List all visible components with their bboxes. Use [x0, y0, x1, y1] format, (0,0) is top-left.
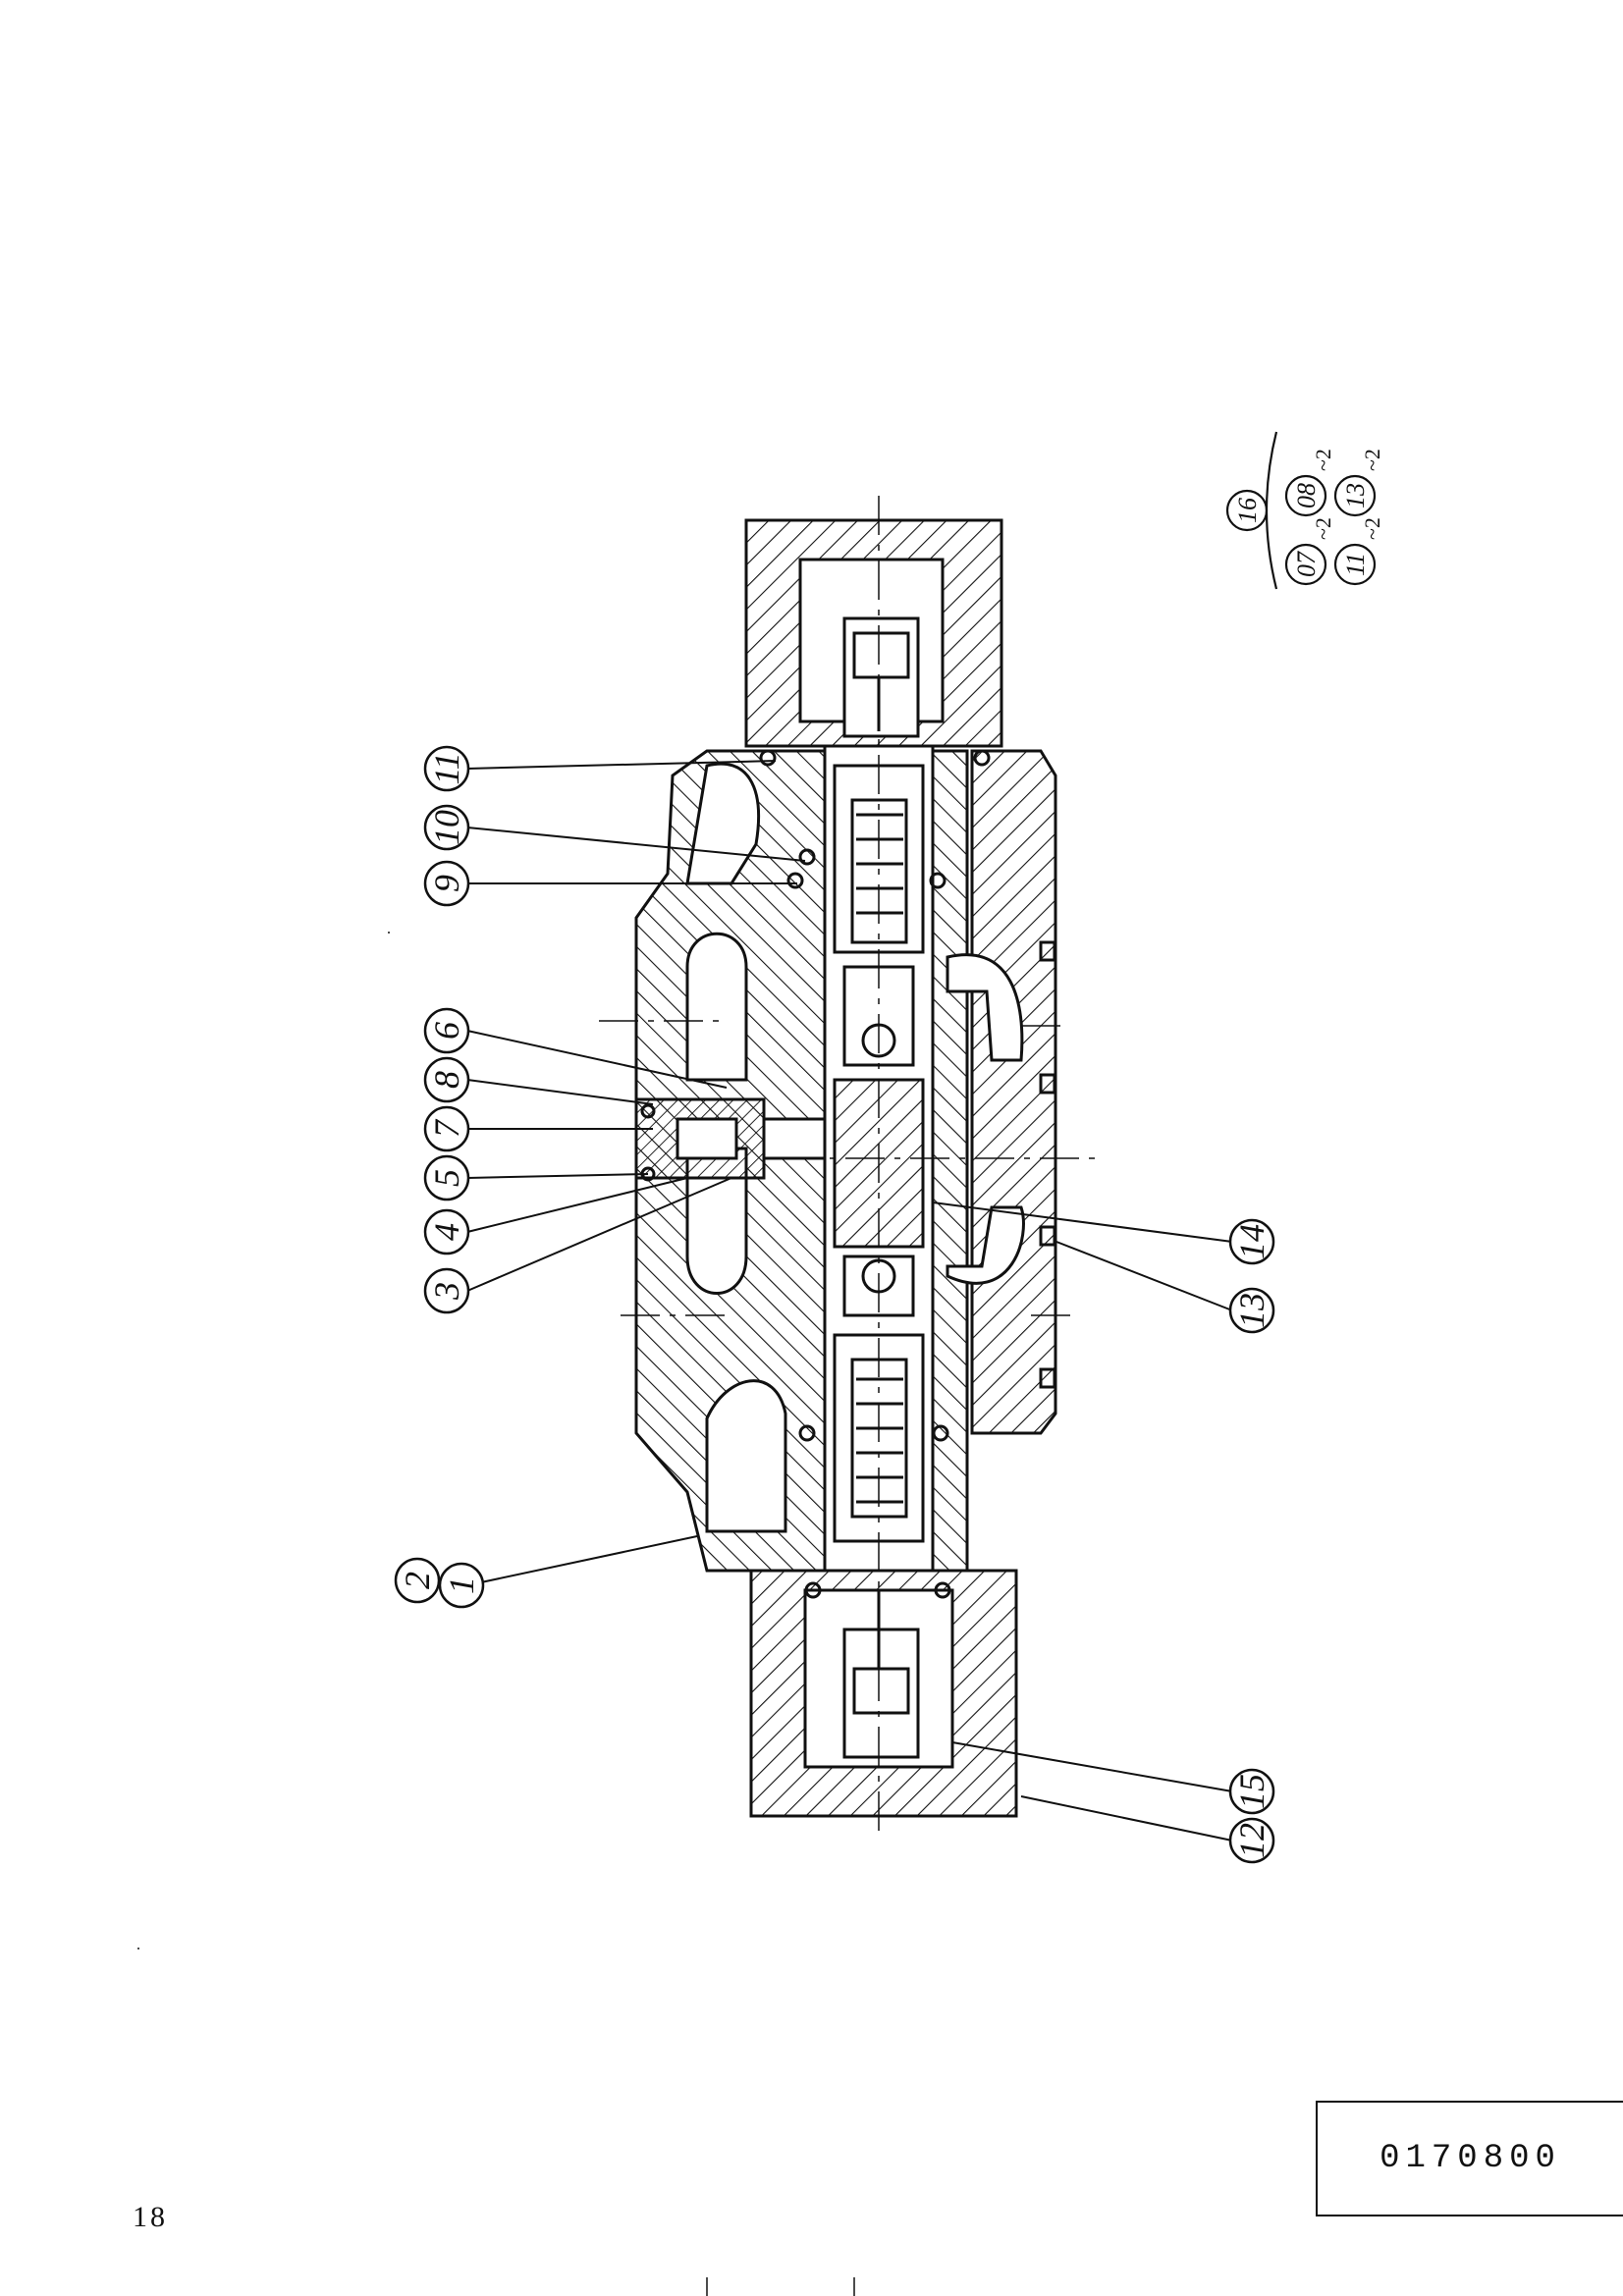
balloon-11: 11: [423, 745, 470, 792]
balloon-2-label: 2: [398, 1572, 437, 1589]
balloon-13-label: 13: [1232, 1293, 1271, 1328]
valve-section-drawing: [634, 518, 1057, 1818]
balloon-7-label: 7: [427, 1118, 466, 1138]
balloon-6: 6: [423, 1007, 470, 1054]
balloon-1: 1: [438, 1562, 485, 1609]
balloon-7: 7: [423, 1105, 470, 1152]
kit-item-13-label: 13: [1341, 483, 1370, 508]
kit-item-11-label: 11: [1341, 553, 1370, 576]
balloon-3: 3: [423, 1267, 470, 1314]
balloon-14: 14: [1228, 1218, 1275, 1265]
balloon-3-label: 3: [427, 1282, 466, 1301]
callout-balloons: 11 10 9 6 8 7 5 4: [394, 745, 1275, 1864]
kit-top-label: 16: [1233, 498, 1262, 523]
page-number: 18: [133, 2201, 168, 2233]
kit-item-08-label: 08: [1292, 483, 1321, 508]
kit-item-13-qty: ~2: [1360, 449, 1384, 471]
balloon-10: 10: [423, 804, 470, 851]
balloon-9-label: 9: [427, 875, 466, 892]
leader-lines: [466, 760, 1233, 1842]
document-number: 0170800: [1380, 2140, 1561, 2177]
balloon-2: 2: [394, 1557, 441, 1604]
kit-item-11-qty: ~2: [1360, 517, 1384, 540]
balloon-4: 4: [423, 1208, 470, 1255]
balloon-12-label: 12: [1232, 1823, 1271, 1858]
balloon-11-label: 11: [427, 752, 466, 784]
kit-item-08-qty: ~2: [1311, 449, 1335, 471]
balloon-5-label: 5: [427, 1169, 466, 1187]
center-lines: [599, 496, 1105, 1841]
balloon-5: 5: [423, 1154, 470, 1201]
balloon-12: 12: [1228, 1817, 1275, 1864]
balloon-14-label: 14: [1232, 1224, 1271, 1259]
seal-kit-callout: 16 07 ~2 08 ~2 11 ~2 13 ~2: [1225, 431, 1384, 590]
balloon-10-label: 10: [427, 810, 466, 845]
balloon-6-label: 6: [427, 1022, 466, 1040]
balloon-1-label: 1: [442, 1576, 481, 1594]
document-number-box: 0170800: [1316, 2101, 1623, 2216]
balloon-15: 15: [1228, 1768, 1275, 1815]
scan-marks: [137, 932, 855, 2296]
balloon-8: 8: [423, 1056, 470, 1103]
balloon-9: 9: [423, 860, 470, 907]
balloon-8-label: 8: [427, 1071, 466, 1089]
kit-item-07-qty: ~2: [1311, 517, 1335, 540]
kit-item-07-label: 07: [1292, 551, 1321, 577]
balloon-4-label: 4: [427, 1223, 466, 1241]
balloon-13: 13: [1228, 1287, 1275, 1334]
balloon-15-label: 15: [1232, 1774, 1271, 1809]
